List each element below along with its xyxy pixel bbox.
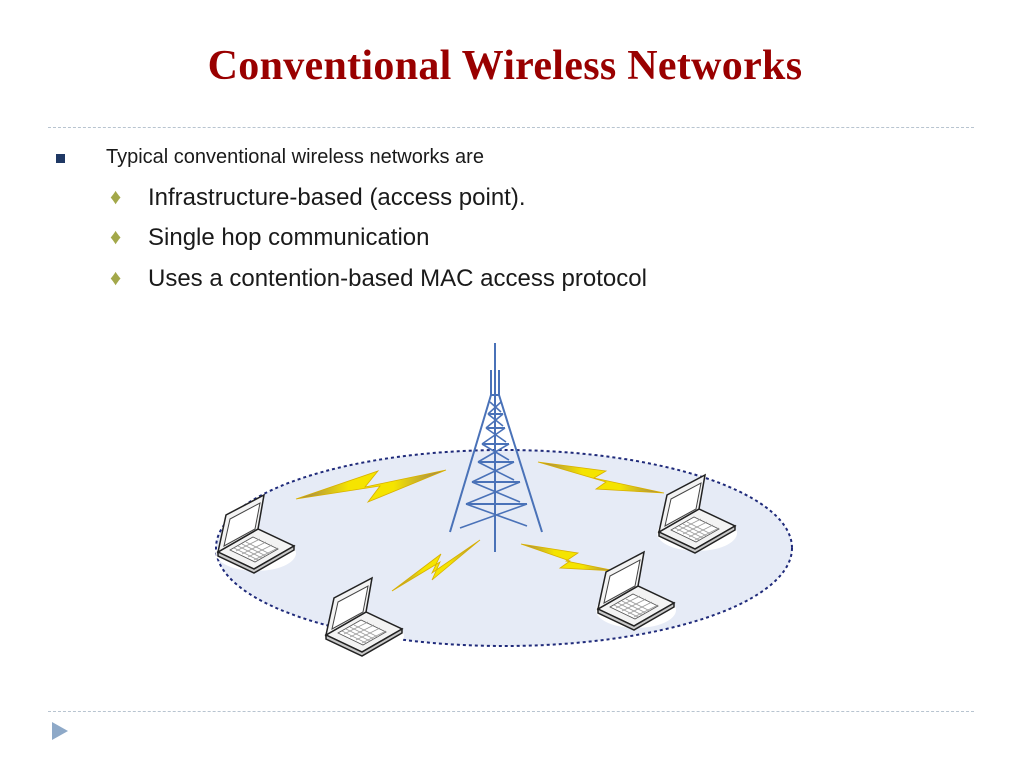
diamond-bullet-icon: ♦ — [110, 224, 122, 249]
next-slide-arrow-icon[interactable] — [50, 720, 70, 742]
diamond-bullet-icon: ♦ — [110, 184, 122, 209]
lightning-bolt-icon — [295, 469, 447, 503]
sub-bullet-item: ♦ Single hop communication — [110, 224, 910, 254]
laptop-icon — [207, 494, 301, 574]
lightning-bolt-icon — [537, 461, 665, 494]
sub-bullet-item: ♦ Uses a contention-based MAC access pro… — [110, 265, 910, 295]
sub-bullet-text: Infrastructure-based (access point). — [148, 184, 526, 211]
laptop-icon — [587, 551, 681, 631]
sub-bullet-text: Uses a contention-based MAC access proto… — [148, 265, 647, 292]
sub-bullet-item: ♦ Infrastructure-based (access point). — [110, 184, 910, 214]
bullet-text: Typical conventional wireless networks a… — [106, 146, 484, 168]
footer-divider — [48, 711, 974, 712]
square-bullet-icon — [56, 154, 65, 163]
laptop-icon — [315, 577, 409, 657]
laptop-icon — [648, 474, 742, 554]
sub-bullet-text: Single hop communication — [148, 224, 430, 251]
title-divider — [48, 127, 974, 128]
antenna-tower-icon — [449, 343, 543, 552]
lightning-bolt-icon — [391, 539, 481, 592]
slide-title: Conventional Wireless Networks — [207, 43, 803, 89]
diamond-bullet-icon: ♦ — [110, 265, 122, 290]
